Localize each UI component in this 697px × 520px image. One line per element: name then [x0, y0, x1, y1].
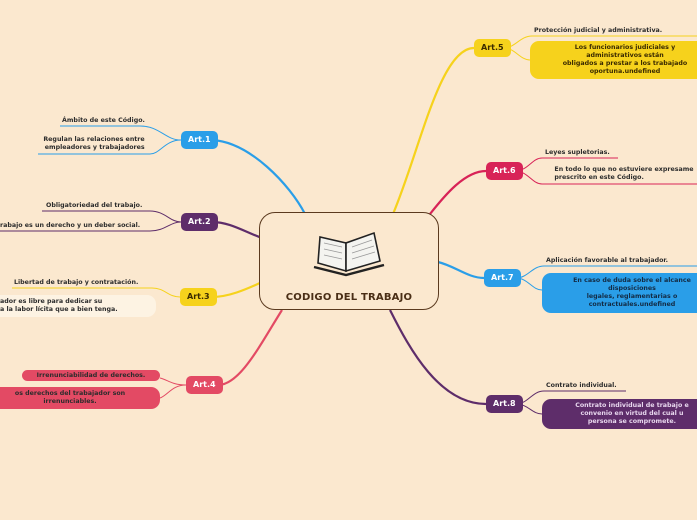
art1-detail[interactable]: Regulan las relaciones entre empleadores…: [43, 136, 145, 151]
art3-topic[interactable]: Libertad de trabajo y contratación.: [14, 279, 139, 286]
art7-node[interactable]: Art.7: [484, 269, 521, 287]
link-art2-topic: [42, 210, 182, 223]
link-art1-topic: [60, 125, 182, 141]
art3-node[interactable]: Art.3: [180, 288, 217, 306]
art4-node[interactable]: Art.4: [186, 376, 223, 394]
art1-topic[interactable]: Ámbito de este Código.: [62, 117, 145, 124]
link-art3-topic: [12, 287, 181, 298]
link-central-art4: [217, 309, 283, 387]
art3-detail[interactable]: ador es libre para dedicar su a la labor…: [0, 295, 156, 317]
art8-node[interactable]: Art.8: [486, 395, 523, 413]
art5-topic[interactable]: Protección judicial y administrativa.: [534, 27, 663, 34]
art2-detail[interactable]: rabajo es un derecho y un deber social.: [0, 222, 141, 229]
art8-detail[interactable]: Contrato individual de trabajo e conveni…: [542, 399, 697, 429]
art1-node[interactable]: Art.1: [181, 131, 218, 149]
art6-node[interactable]: Art.6: [486, 162, 523, 180]
art4-topic[interactable]: Irrenunciabilidad de derechos.: [22, 370, 160, 381]
art6-detail[interactable]: En todo lo que no estuviere expresame pr…: [554, 166, 694, 181]
art2-node[interactable]: Art.2: [181, 213, 218, 231]
link-art4-topic: [159, 377, 187, 386]
link-central-art6: [429, 169, 487, 215]
art6-topic[interactable]: Leyes supletorias.: [545, 149, 610, 156]
art4-detail[interactable]: os derechos del trabajador son irrenunci…: [0, 387, 160, 409]
art5-detail[interactable]: Los funcionarios judiciales y administra…: [530, 41, 697, 79]
art2-topic[interactable]: Obligatoriedad del trabajo.: [46, 202, 143, 209]
link-central-art2: [211, 220, 263, 240]
central-title: CODIGO DEL TRABAJO: [285, 292, 413, 303]
central-topic[interactable]: CODIGO DEL TRABAJO: [259, 212, 439, 310]
art7-detail[interactable]: En caso de duda sobre el alcance disposi…: [542, 273, 697, 313]
link-central-art8: [389, 309, 487, 406]
open-book-icon: [313, 231, 385, 277]
art8-topic[interactable]: Contrato individual.: [546, 382, 617, 389]
link-art1-detail: [38, 139, 182, 155]
link-art4-detail: [159, 384, 187, 399]
link-central-art1: [211, 138, 306, 215]
link-central-art5: [391, 46, 475, 215]
art7-topic[interactable]: Aplicación favorable al trabajador.: [546, 257, 669, 264]
art5-node[interactable]: Art.5: [474, 39, 511, 57]
link-central-art3: [211, 281, 263, 299]
link-central-art7: [437, 260, 485, 280]
link-art2-detail: [0, 221, 182, 232]
